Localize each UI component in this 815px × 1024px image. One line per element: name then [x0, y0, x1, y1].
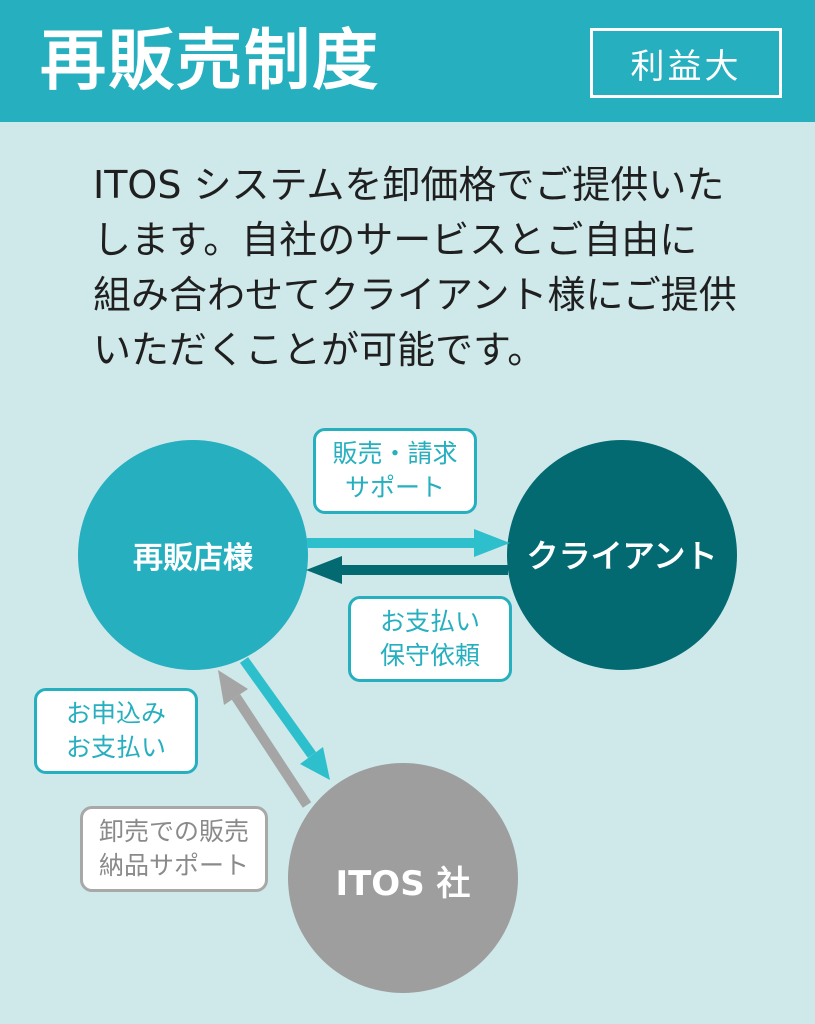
description-line: ITOS システムを卸価格でご提供いた [93, 163, 725, 207]
client-label: クライアント [526, 537, 718, 575]
description-line: します。自社のサービスとご自由に [93, 218, 698, 262]
client-node [507, 440, 737, 670]
arrow-head-itos-up [218, 670, 248, 705]
header-bar: 再販売制度 利益大 [0, 0, 815, 122]
wholesale-support-label: 卸売での販売 納品サポート [80, 806, 268, 892]
sales-billing-label: 販売・請求 サポート [313, 428, 477, 514]
apply-payment-label: お申込み お支払い [34, 688, 198, 774]
arrow-head-to-reseller [306, 556, 342, 584]
itos-node [288, 763, 518, 993]
reseller-node [78, 440, 308, 670]
arrow-itos-to-reseller [231, 694, 312, 808]
arrow-head-to-client [474, 529, 510, 557]
profit-badge: 利益大 [590, 28, 782, 98]
payment-maintenance-label: お支払い 保守依頼 [348, 596, 512, 682]
itos-label: ITOS 社 [335, 863, 471, 904]
arrow-head-to-itos [300, 747, 330, 780]
description-text: ITOS システムを卸価格でご提供いた します。自社のサービスとご自由に 組み合… [93, 158, 743, 378]
description-line: 組み合わせてクライアント様にご提供 [93, 273, 737, 317]
page-title: 再販売制度 [40, 22, 380, 99]
arrow-reseller-to-itos [239, 657, 317, 758]
reseller-label: 再販店様 [133, 541, 253, 576]
description-line: いただくことが可能です。 [93, 328, 546, 372]
